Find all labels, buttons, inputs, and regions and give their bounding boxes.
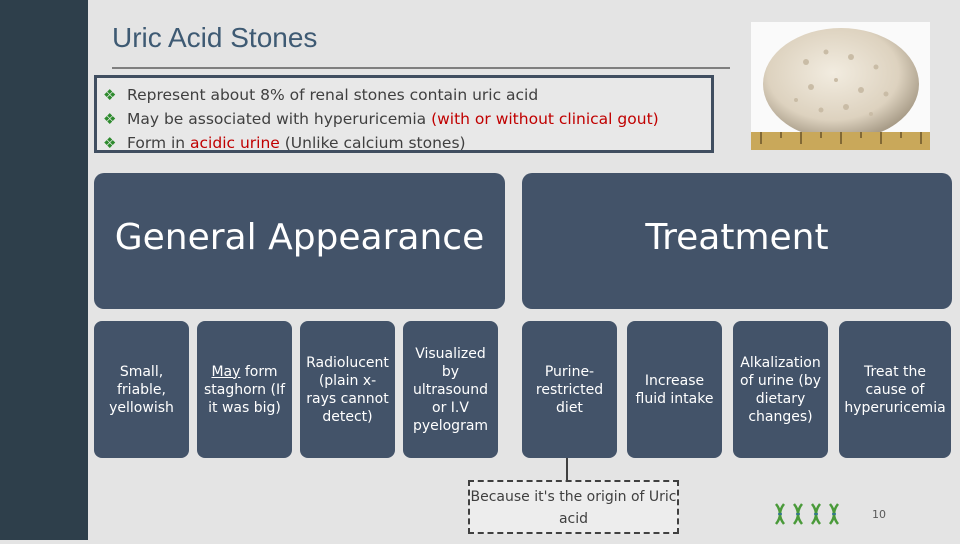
bullet-text: Represent about 8% of renal stones conta… (127, 86, 539, 104)
bullet-item: ❖ Represent about 8% of renal stones con… (103, 83, 711, 107)
treatment-card-text: Alkalization of urine (by dietary change… (739, 354, 822, 425)
note-connector-line (566, 458, 568, 480)
biochemistry-team-logo (760, 500, 868, 540)
general-appearance-header: General Appearance (94, 173, 505, 309)
appearance-card: Radiolucent (plain x-rays cannot detect) (300, 321, 395, 458)
appearance-card-text: Radiolucent (plain x-rays cannot detect) (306, 354, 389, 425)
treatment-card: Increase fluid intake (627, 321, 722, 458)
treatment-card-text: Treat the cause of hyperuricemia (844, 363, 946, 416)
treatment-card: Alkalization of urine (by dietary change… (733, 321, 828, 458)
treatment-card-text: Increase fluid intake (635, 372, 714, 407)
diamond-bullet-icon: ❖ (103, 134, 117, 152)
bullet-tail: (Unlike calcium stones) (279, 134, 466, 152)
appearance-card: Visualized by ultrasound or I.V pyelogra… (403, 321, 498, 458)
treatment-card: Purine-restricted diet (522, 321, 617, 458)
appearance-card-text: Small, friable, yellowish (109, 363, 174, 416)
appearance-card: Small, friable, yellowish (94, 321, 189, 458)
bullet-item: ❖ Form in acidic urine (Unlike calcium s… (103, 131, 711, 155)
card-rest-text: form staghorn (If it was big) (203, 363, 286, 416)
treatment-card-text: Purine-restricted diet (535, 363, 604, 416)
title-underline (112, 67, 730, 69)
bullet-item: ❖ May be associated with hyperuricemia (… (103, 107, 711, 131)
diamond-bullet-icon: ❖ (103, 86, 117, 104)
appearance-card: May form staghorn (If it was big) (197, 321, 292, 458)
appearance-card-text: Visualized by ultrasound or I.V pyelogra… (412, 345, 489, 434)
underlined-word: May (211, 363, 241, 380)
treatment-header: Treatment (522, 173, 952, 309)
bullet-text: Form in (127, 134, 191, 152)
slide-title: Uric Acid Stones (112, 22, 318, 53)
bullet-text: May be associated with hyperuricemia (127, 110, 432, 128)
note-box: Because it's the origin of Uric acid (468, 480, 679, 534)
treatment-card: Treat the cause of hyperuricemia (839, 321, 951, 458)
bullet-highlight: (with or without clinical gout) (431, 110, 659, 128)
left-sidebar-bar (0, 0, 88, 540)
page-number: 10 (872, 508, 886, 521)
bullet-highlight: acidic urine (190, 134, 280, 152)
uric-acid-stone-photo (751, 22, 930, 150)
diamond-bullet-icon: ❖ (103, 110, 117, 128)
bullet-list-box: ❖ Represent about 8% of renal stones con… (94, 75, 714, 153)
appearance-card-text: May form staghorn (If it was big) (201, 363, 288, 417)
